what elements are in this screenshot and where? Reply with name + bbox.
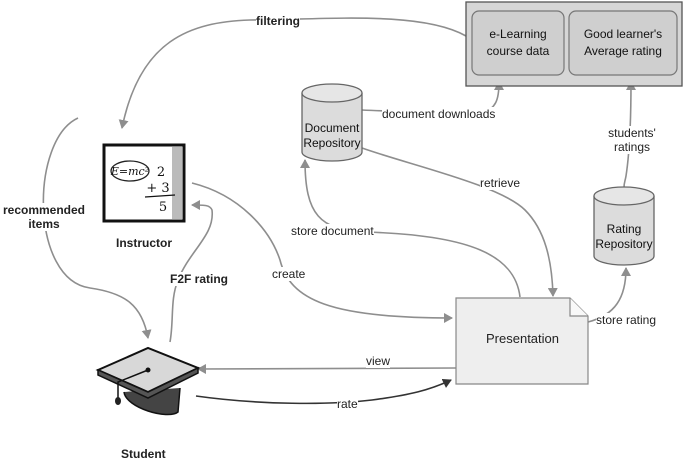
document-repository-cylinder bbox=[301, 83, 363, 162]
graduation-cap-icon bbox=[95, 346, 201, 416]
blackboard-sum-1: 2 bbox=[157, 165, 165, 180]
rate-label: rate bbox=[337, 397, 358, 411]
edge-view bbox=[197, 363, 457, 374]
edge-store-document bbox=[300, 159, 521, 298]
presentation-label: Presentation bbox=[486, 331, 559, 346]
good-learner-rating-box bbox=[568, 10, 678, 76]
elearning-course-data-box bbox=[471, 10, 565, 76]
rating-repository-label: Rating Repository bbox=[595, 222, 653, 251]
blackboard-formula: E=mc² bbox=[110, 165, 149, 178]
store-rating-label: store rating bbox=[596, 313, 657, 327]
presentation-note bbox=[455, 297, 589, 385]
elearning-course-data-label: e-Learning course data bbox=[486, 27, 550, 58]
edge-filtering bbox=[118, 17, 467, 129]
edge-retrieve bbox=[361, 147, 558, 297]
instructor-label: Instructor bbox=[116, 236, 173, 250]
blackboard-icon: E=mc² 2 + 3 5 bbox=[102, 143, 186, 223]
blackboard-sum-3: 5 bbox=[159, 200, 167, 215]
filtering-label: filtering bbox=[256, 14, 300, 28]
edge-store-rating bbox=[587, 267, 631, 323]
edge-create bbox=[191, 182, 453, 323]
document-repository-label: Document Repository bbox=[303, 121, 361, 150]
edge-students-ratings bbox=[623, 81, 636, 189]
good-learner-rating-label: Good learner's Average rating bbox=[583, 27, 663, 58]
recommended-items-label: recommended items bbox=[2, 203, 86, 231]
f2f-rating-label: F2F rating bbox=[170, 272, 229, 286]
student-label: Student bbox=[121, 447, 166, 461]
store-document-label: store document bbox=[291, 224, 374, 238]
document-downloads-label: document downloads bbox=[382, 107, 496, 121]
students-ratings-label: students' ratings bbox=[606, 126, 658, 154]
view-label: view bbox=[366, 354, 391, 368]
rating-repository-cylinder bbox=[593, 186, 655, 266]
edge-f2f-rating bbox=[169, 200, 213, 343]
retrieve-label: retrieve bbox=[480, 176, 521, 190]
create-label: create bbox=[272, 267, 306, 281]
blackboard-sum-2: + 3 bbox=[146, 181, 169, 196]
edge-rate bbox=[195, 378, 452, 405]
edge-recommended-items bbox=[42, 117, 152, 339]
